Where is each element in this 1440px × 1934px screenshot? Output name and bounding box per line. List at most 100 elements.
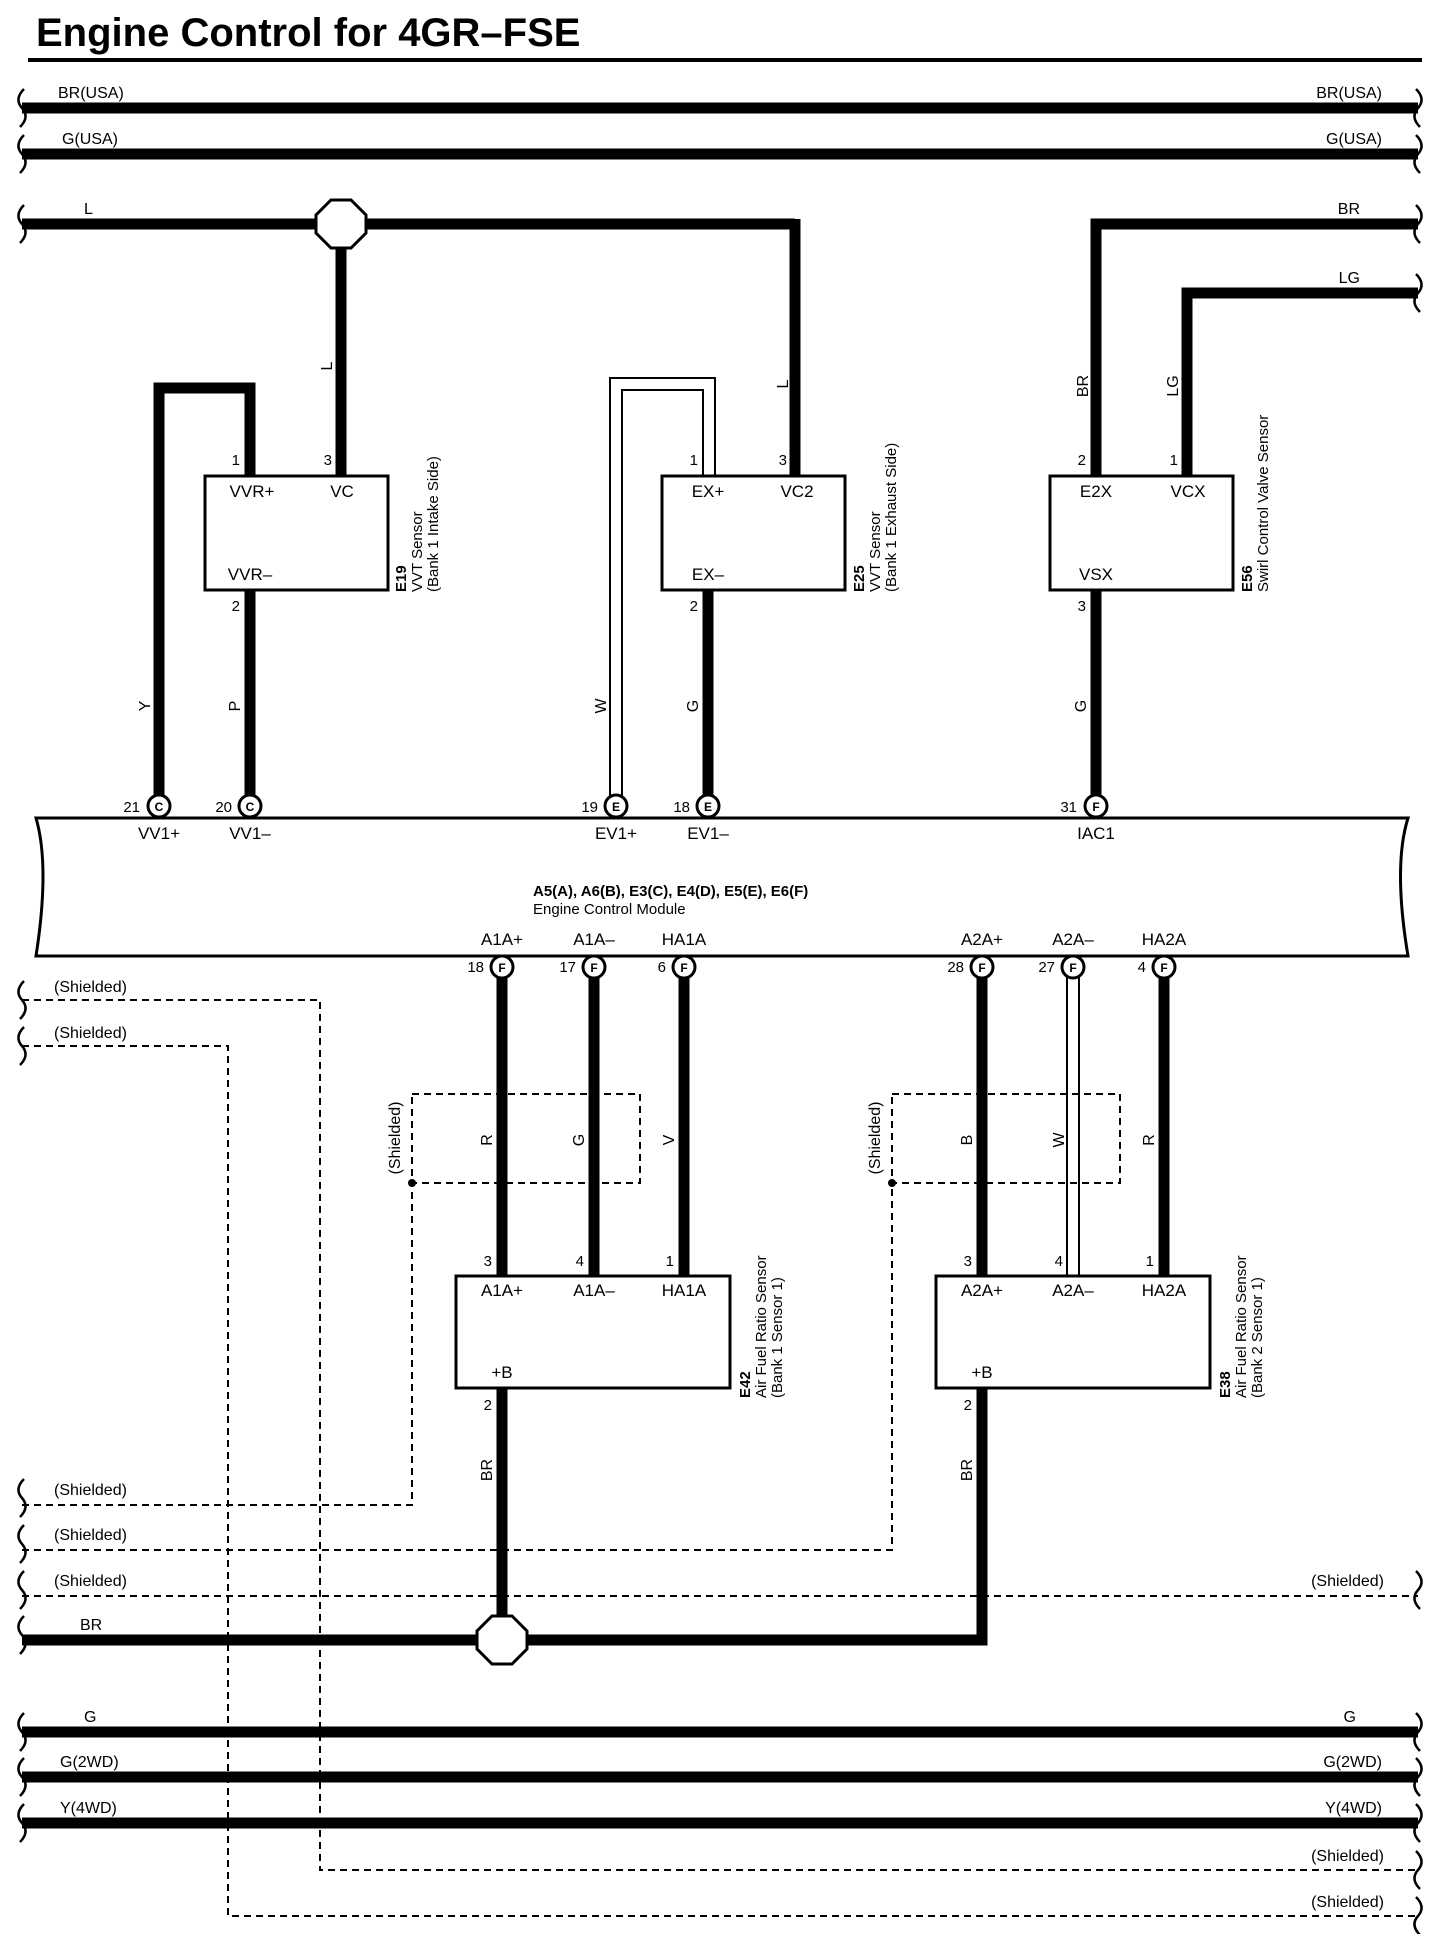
pin-vc2: VC2 — [780, 482, 813, 501]
pin-vsx: VSX — [1079, 565, 1113, 584]
shielded-lines: (Shielded) (Shielded) (Shielded) (Shield… — [17, 979, 1423, 1934]
svg-text:E: E — [612, 800, 620, 814]
svg-text:VV1+: VV1+ — [138, 824, 180, 843]
ecm-pin-vv1-minus: C 20 VV1– — [215, 793, 271, 843]
ecm-name: Engine Control Module — [533, 901, 686, 918]
pin-num-4: 4 — [1055, 1253, 1063, 1270]
svg-text:F: F — [1160, 961, 1167, 975]
pin-ha1a: HA1A — [662, 1281, 707, 1300]
pin-vcx: VCX — [1171, 482, 1206, 501]
svg-text:21: 21 — [123, 799, 140, 816]
pin-a2a-minus: A2A– — [1052, 1281, 1094, 1300]
wire-label-g: G — [685, 700, 702, 712]
sensor-e25: EX+ VC2 EX– 1 3 2 E25 VVT Sensor (Bank 1… — [593, 377, 900, 798]
page-title: Engine Control for 4GR–FSE — [36, 11, 580, 55]
sensor-e56: BR LG BR LG E2X VCX VSX 2 1 3 E56 Swirl … — [1048, 201, 1423, 798]
pin-ex-plus: EX+ — [692, 482, 725, 501]
svg-text:EV1+: EV1+ — [595, 824, 637, 843]
sensor-id: E19 — [393, 565, 410, 592]
sensor-name: Air Fuel Ratio Sensor — [753, 1255, 770, 1398]
ecm-top-pins: C 21 VV1+ C 20 VV1– E 19 EV1+ E 18 EV1– … — [123, 793, 1115, 843]
pin-num-2: 2 — [690, 598, 698, 615]
svg-text:C: C — [246, 800, 255, 814]
shielded-label-r1: (Shielded) — [1311, 1848, 1384, 1865]
ecm-pin-a2a-plus: F 28 A2A+ — [947, 930, 1003, 980]
svg-text:18: 18 — [673, 799, 690, 816]
svg-text:F: F — [978, 961, 985, 975]
wire-label-l: L — [84, 201, 93, 218]
wire-label-y: Y — [137, 700, 154, 711]
svg-text:17: 17 — [559, 959, 576, 976]
svg-text:C: C — [155, 800, 164, 814]
pin-vvr-minus: VVR– — [228, 565, 273, 584]
wire-label-g-usa-right: G(USA) — [1326, 131, 1382, 148]
sensor-name: Air Fuel Ratio Sensor — [1233, 1255, 1250, 1398]
pin-num-3: 3 — [964, 1253, 972, 1270]
svg-text:A1A+: A1A+ — [481, 930, 523, 949]
svg-text:HA2A: HA2A — [1142, 930, 1187, 949]
wire-label-y-4wd-right: Y(4WD) — [1325, 1800, 1382, 1817]
svg-text:A2A+: A2A+ — [961, 930, 1003, 949]
wire-label-lg-e56: LG — [1165, 375, 1182, 396]
pin-num-1: 1 — [690, 452, 698, 469]
ecm-pin-vv1-plus: C 21 VV1+ — [123, 793, 180, 843]
wire-label-br-usa-right: BR(USA) — [1316, 85, 1382, 102]
shielded-label: (Shielded) — [867, 1102, 884, 1175]
wire-label-g-2wd-left: G(2WD) — [60, 1754, 119, 1771]
shielded-label-1: (Shielded) — [54, 979, 127, 996]
wire-label-br-e56: BR — [1075, 375, 1092, 397]
svg-text:19: 19 — [581, 799, 598, 816]
pin-ex-minus: EX– — [692, 565, 725, 584]
sensor-name: Swirl Control Valve Sensor — [1255, 415, 1272, 592]
wire-label-g-right: G — [1344, 1709, 1356, 1726]
wire-label-b: B — [959, 1135, 976, 1146]
svg-text:31: 31 — [1060, 799, 1077, 816]
br-bus: BR — [17, 1614, 529, 1666]
pin-num-4: 4 — [576, 1253, 584, 1270]
svg-text:4: 4 — [1138, 959, 1146, 976]
wire-label-v: V — [661, 1134, 678, 1145]
pin-b-plus: +B — [971, 1363, 992, 1382]
pin-num-2: 2 — [1078, 452, 1086, 469]
wire-label-g-2wd-right: G(2WD) — [1323, 1754, 1382, 1771]
shielded-label-5: (Shielded) — [54, 1573, 127, 1590]
sensor-name: VVT Sensor — [409, 511, 426, 592]
wire-label-br-bus: BR — [80, 1617, 102, 1634]
svg-text:F: F — [498, 961, 505, 975]
ecm-pin-a1a-minus: F 17 A1A– — [559, 930, 615, 980]
pin-a1a-plus: A1A+ — [481, 1281, 523, 1300]
wire-label-g-e56: G — [1073, 700, 1090, 712]
shielded-label-3: (Shielded) — [54, 1482, 127, 1499]
svg-text:28: 28 — [947, 959, 964, 976]
shielded-label-4: (Shielded) — [54, 1527, 127, 1544]
shielded-label-r2: (Shielded) — [1311, 1894, 1384, 1911]
junction-l — [314, 198, 368, 250]
wire-label-r: R — [1141, 1134, 1158, 1146]
svg-text:EV1–: EV1– — [687, 824, 729, 843]
wire-label-l-e19: L — [319, 361, 336, 370]
pin-e2x: E2X — [1080, 482, 1112, 501]
wire-label-p: P — [227, 701, 244, 712]
top-bus: BR(USA) BR(USA) G(USA) G(USA) — [17, 85, 1423, 174]
pin-num-3: 3 — [779, 452, 787, 469]
wire-label-g-usa-left: G(USA) — [62, 131, 118, 148]
pin-num-2: 2 — [232, 598, 240, 615]
wire-label-l-e25: L — [775, 379, 792, 388]
pin-vvr-plus: VVR+ — [230, 482, 275, 501]
shielded-label: (Shielded) — [387, 1102, 404, 1175]
svg-text:A2A–: A2A– — [1052, 930, 1094, 949]
engine-control-module: A5(A), A6(B), E3(C), E4(D), E5(E), E6(F)… — [34, 816, 1411, 958]
bottom-bus: G G G(2WD) G(2WD) Y(4WD) Y(4WD) — [17, 1709, 1423, 1843]
svg-text:F: F — [680, 961, 687, 975]
ecm-pin-ev1-plus: E 19 EV1+ — [581, 793, 637, 843]
shielded-label-2: (Shielded) — [54, 1025, 127, 1042]
junction-br — [475, 1614, 529, 1666]
pin-num-2: 2 — [964, 1397, 972, 1414]
wire-label-w: W — [593, 698, 610, 714]
pin-b-plus: +B — [491, 1363, 512, 1382]
wire-label-br: BR — [959, 1459, 976, 1481]
sensor-id: E56 — [1239, 565, 1256, 592]
pin-num-1: 1 — [232, 452, 240, 469]
ecm-pin-a2a-minus: F 27 A2A– — [1038, 930, 1094, 980]
